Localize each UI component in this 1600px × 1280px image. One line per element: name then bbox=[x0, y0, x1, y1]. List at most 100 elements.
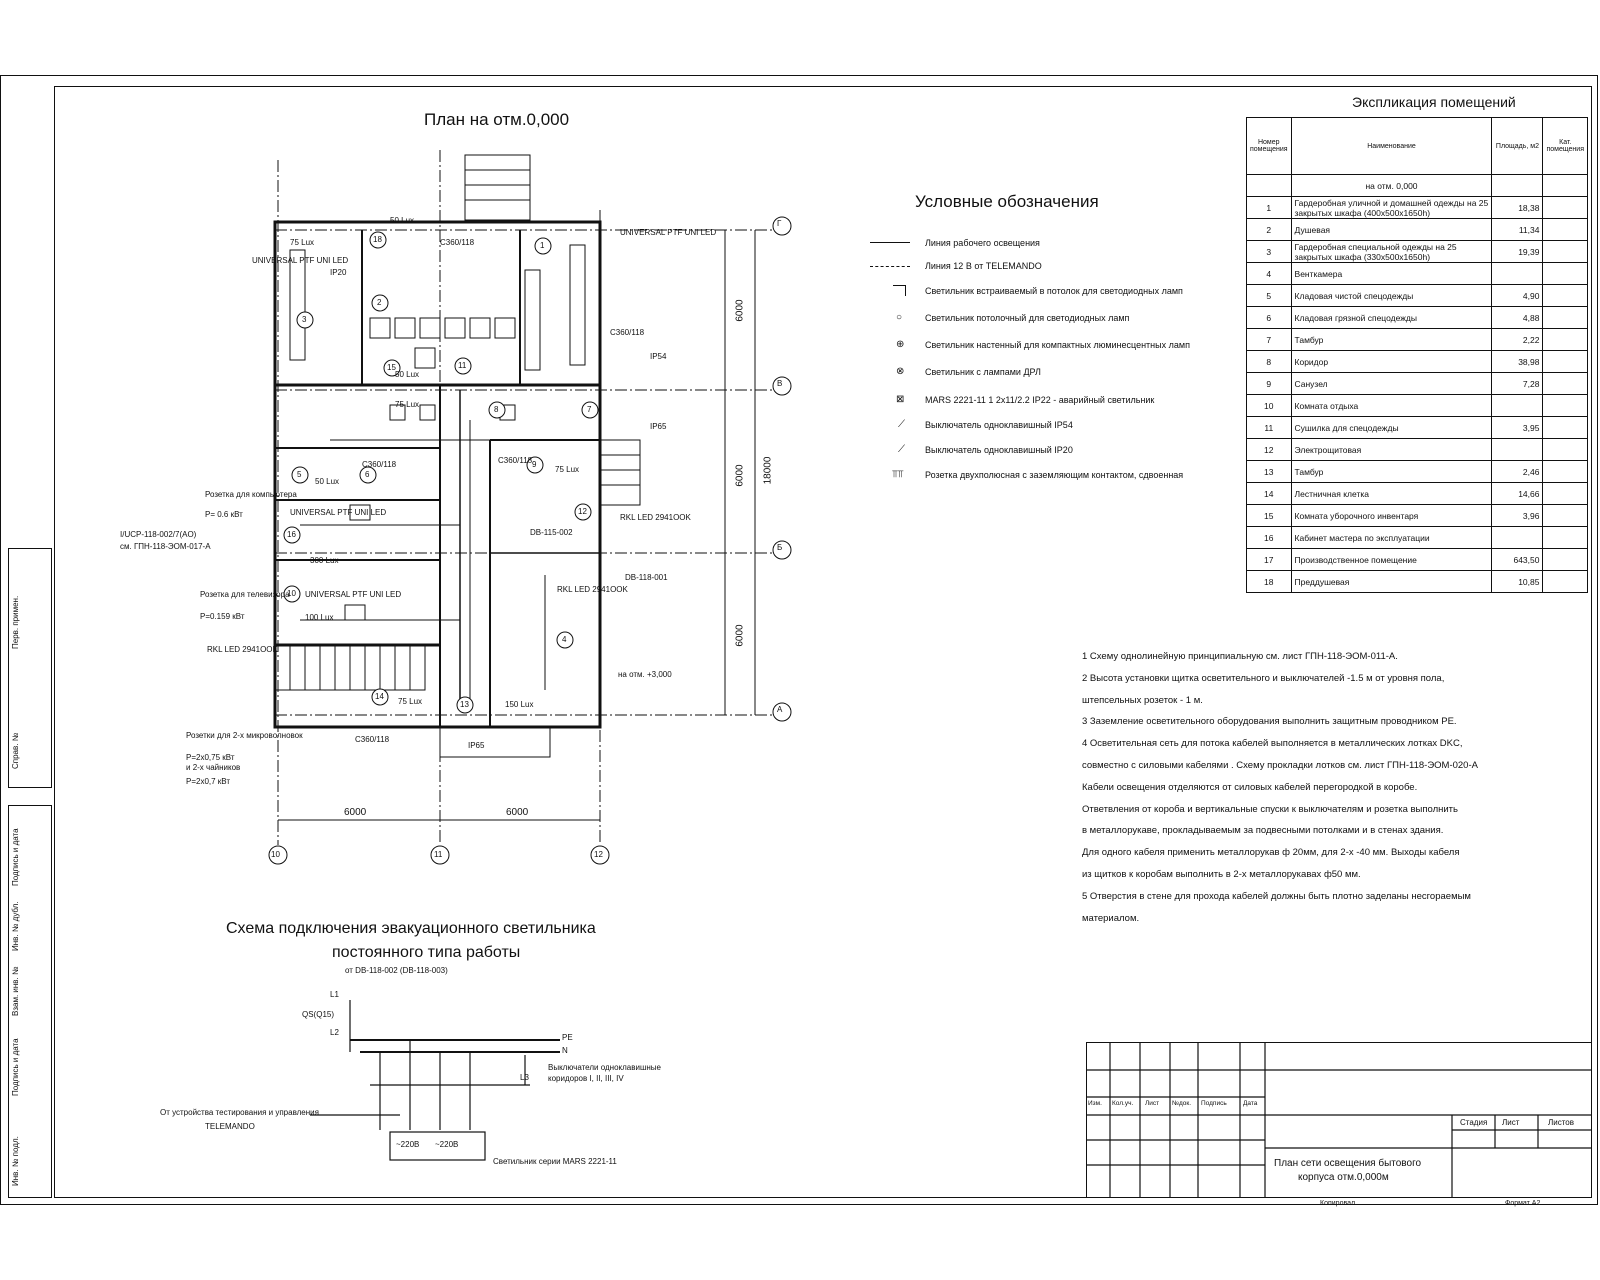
legend-title: Условные обозначения bbox=[915, 192, 1099, 211]
dim-18000: 18000 bbox=[762, 456, 774, 485]
schema-telemando2: TELEMANDO bbox=[205, 1122, 255, 1131]
lamp-label: C360/118 bbox=[362, 460, 397, 469]
schema-v220: ~220В bbox=[435, 1140, 459, 1149]
ucp-label: I/UCP-118-002/7(AO) bbox=[120, 530, 197, 539]
socket-mw-power: Р=2х0,75 кВт bbox=[186, 753, 235, 762]
dim-6000-left: 6000 bbox=[344, 807, 367, 818]
room-category-cell bbox=[1542, 284, 1588, 307]
stamp-col-list: Лист bbox=[1145, 1100, 1160, 1107]
room-12: 12 bbox=[578, 507, 587, 516]
room-11: 11 bbox=[458, 361, 467, 370]
room-name-cell: Гардеробная уличной и домашней одежды на… bbox=[1290, 196, 1493, 219]
legend-text: Линия рабочего освещения bbox=[925, 238, 1040, 248]
room-name-cell: Коридор bbox=[1290, 350, 1493, 373]
socket-mw-label: Розетки для 2-х микроволновок bbox=[186, 731, 303, 740]
note-line: Для одного кабеля применить металлорукав… bbox=[1082, 847, 1460, 859]
room-2: 2 bbox=[377, 298, 382, 307]
room-1: 1 bbox=[540, 241, 545, 250]
room-area-cell: 4,88 bbox=[1491, 306, 1544, 329]
room-name-cell: Венткамера bbox=[1290, 262, 1493, 285]
schema-telemando: От устройства тестирования и управления bbox=[160, 1108, 319, 1117]
room-area-cell: 2,46 bbox=[1491, 460, 1544, 483]
col-header: Кат. помещения bbox=[1542, 117, 1588, 175]
legend-text: MARS 2221-11 1 2x11/2.2 IP22 - аварийный… bbox=[925, 395, 1155, 405]
ip-label: IP54 bbox=[650, 352, 667, 361]
side-label: Подпись и дата bbox=[11, 1038, 20, 1096]
panel-label: DB-115-002 bbox=[530, 528, 573, 537]
lamp-label: UNIVERSAL PTF UNI LED bbox=[620, 228, 717, 237]
axis-bubble-g bbox=[772, 216, 792, 236]
lamp-label: C360/118 bbox=[440, 238, 475, 247]
room-category-cell bbox=[1542, 504, 1588, 527]
room-area-cell: 643,50 bbox=[1491, 548, 1544, 571]
side-label: Перв. примен. bbox=[11, 595, 20, 649]
room-area-cell: 4,90 bbox=[1491, 284, 1544, 307]
room-name-cell: Комната отдыха bbox=[1290, 394, 1493, 417]
room-number-cell: 15 bbox=[1246, 504, 1292, 527]
room-5: 5 bbox=[297, 470, 302, 479]
lamp-label: UNIVERSAL PTF UNI LED bbox=[290, 508, 387, 517]
axis-label-11: 11 bbox=[434, 850, 443, 859]
room-number-cell: 4 bbox=[1246, 262, 1292, 285]
ceiling-lamp-icon: ○ bbox=[896, 312, 903, 323]
ip-label: IP65 bbox=[650, 422, 667, 431]
legend-text: Выключатель одноклавишный IP54 bbox=[925, 420, 1073, 430]
title-block bbox=[1086, 1042, 1592, 1198]
lamp-label: UNIVERSAL PTF UNI LED bbox=[252, 256, 349, 265]
lux-label: 150 Lux bbox=[505, 700, 534, 709]
room-category-cell bbox=[1542, 240, 1588, 263]
room-13: 13 bbox=[460, 700, 469, 709]
schema-switches: Выключатели одноклавишные bbox=[548, 1063, 661, 1072]
col-header: Номер помещения bbox=[1246, 117, 1292, 175]
room-area-cell: 14,66 bbox=[1491, 482, 1544, 505]
switch-ip20-icon: ⟋ bbox=[898, 444, 905, 455]
note-line: совместно с силовыми кабелями . Схему пр… bbox=[1082, 759, 1478, 771]
dim-6000-v1: 6000 bbox=[734, 299, 746, 322]
dim-6000-v3: 6000 bbox=[734, 624, 746, 647]
room-name-cell: Электрощитовая bbox=[1290, 438, 1493, 461]
room-name-cell: Гардеробная специальной одежды на 25 зак… bbox=[1290, 240, 1493, 263]
dim-6000-v2: 6000 bbox=[734, 464, 746, 487]
room-area-cell bbox=[1491, 394, 1544, 417]
room-area-cell bbox=[1491, 526, 1544, 549]
room-18: 18 bbox=[373, 235, 382, 244]
note-line: материалом. bbox=[1082, 912, 1140, 924]
room-area-cell: 10,85 bbox=[1491, 570, 1544, 593]
legend-text: Светильник настенный для компактных люми… bbox=[925, 340, 1190, 350]
side-label: Подпись и дата bbox=[11, 828, 20, 886]
room-6: 6 bbox=[365, 470, 370, 479]
mark-plus-label: на отм. +3,000 bbox=[618, 670, 672, 679]
lamp-label: RKL LED 2941OOK bbox=[620, 513, 691, 522]
plan-title: План на отм.0,000 bbox=[424, 110, 570, 129]
legend-text: Светильник встраиваемый в потолок для св… bbox=[925, 286, 1183, 296]
ucp-ref: см. ГПН-118-ЭОМ-017-А bbox=[120, 542, 211, 551]
room-category-cell bbox=[1542, 394, 1588, 417]
room-name-cell: Сушилка для спецодежды bbox=[1290, 416, 1493, 439]
room-area-cell: 19,39 bbox=[1491, 240, 1544, 263]
room-area-cell bbox=[1491, 438, 1544, 461]
schema-v220: ~220В bbox=[396, 1140, 420, 1149]
lux-label: 300 Lux bbox=[310, 556, 339, 565]
wall-lamp-icon: ⊕ bbox=[896, 339, 905, 350]
room-area-cell: 2,22 bbox=[1491, 328, 1544, 351]
side-label: Инв. № подл. bbox=[11, 1136, 20, 1186]
axis-bubble-v bbox=[772, 376, 792, 396]
lamp-label: RKL LED 2941OOK bbox=[207, 645, 278, 654]
room-16: 16 bbox=[287, 530, 296, 539]
lux-label: 50 Lux bbox=[395, 370, 420, 379]
axis-label-12: 12 bbox=[594, 850, 603, 859]
room-number-cell: 5 bbox=[1246, 284, 1292, 307]
room-area-cell bbox=[1491, 262, 1544, 285]
room-number-cell: 12 bbox=[1246, 438, 1292, 461]
room-number-cell: 9 bbox=[1246, 372, 1292, 395]
note-line: Кабели освещения отделяются от силовых к… bbox=[1082, 781, 1418, 793]
